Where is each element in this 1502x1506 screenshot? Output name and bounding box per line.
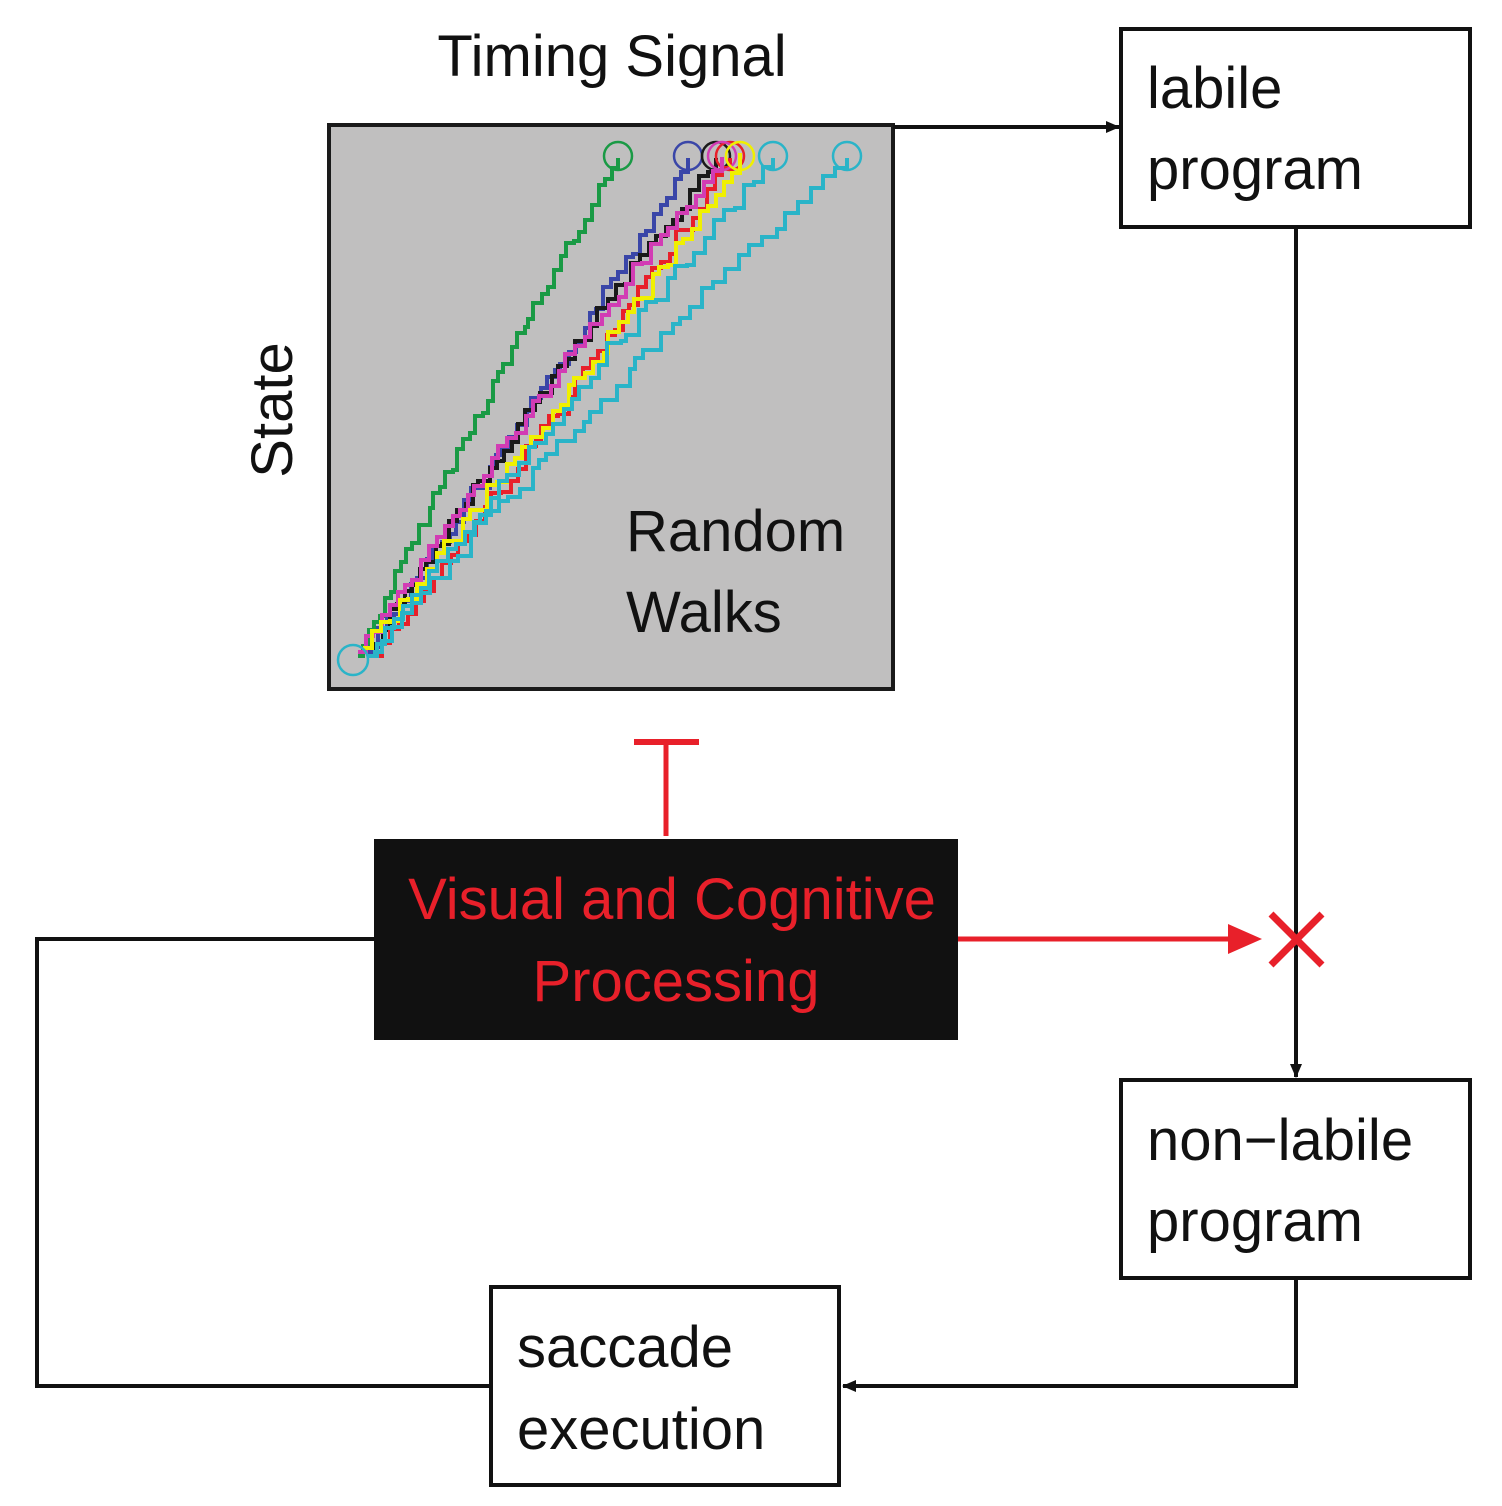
saccade-execution-label-line1: saccade bbox=[517, 1315, 733, 1380]
random-walks-label-line2: Walks bbox=[626, 580, 782, 645]
visual-cognitive-processing-box bbox=[374, 839, 958, 1040]
inhibition-to-timing-signal bbox=[634, 739, 699, 836]
walk-end-marker bbox=[831, 140, 863, 172]
random-walk-trace bbox=[368, 158, 775, 658]
non-labile-program-label-line1: non−labile bbox=[1147, 1108, 1413, 1173]
random-walk-traces bbox=[336, 140, 863, 677]
walk-end-marker bbox=[602, 140, 634, 172]
saccade-execution-label-line2: execution bbox=[517, 1397, 765, 1462]
random-walk-trace bbox=[358, 157, 724, 654]
saccade-execution-box bbox=[489, 1285, 841, 1487]
visual-cognitive-label-line2: Processing bbox=[533, 949, 820, 1014]
labile-program-label-line2: program bbox=[1147, 137, 1363, 202]
random-walks-label-line1: Random bbox=[626, 499, 845, 564]
walk-end-marker bbox=[724, 140, 756, 172]
non-labile-program-box bbox=[1119, 1078, 1472, 1280]
walk-start-marker bbox=[336, 643, 370, 677]
walk-end-marker bbox=[757, 140, 789, 172]
random-walk-trace bbox=[358, 158, 620, 658]
walk-end-marker bbox=[714, 140, 746, 172]
visual-cognitive-label-line1: Visual and Cognitive bbox=[408, 867, 936, 932]
cancel-x-icon bbox=[1268, 911, 1325, 968]
labile-program-label-line1: labile bbox=[1147, 56, 1282, 121]
state-axis-label: State bbox=[240, 342, 305, 477]
cancel-arrow-visual-to-program bbox=[958, 924, 1262, 954]
timing-signal-title: Timing Signal bbox=[437, 24, 786, 89]
labile-program-box bbox=[1119, 27, 1472, 229]
non-labile-program-label-line2: program bbox=[1147, 1189, 1363, 1254]
walk-end-marker bbox=[706, 140, 738, 172]
arrow-non-labile-to-saccade bbox=[842, 1280, 1298, 1392]
feedback-saccade-to-visual bbox=[35, 937, 491, 1388]
random-walk-trace bbox=[373, 158, 849, 654]
